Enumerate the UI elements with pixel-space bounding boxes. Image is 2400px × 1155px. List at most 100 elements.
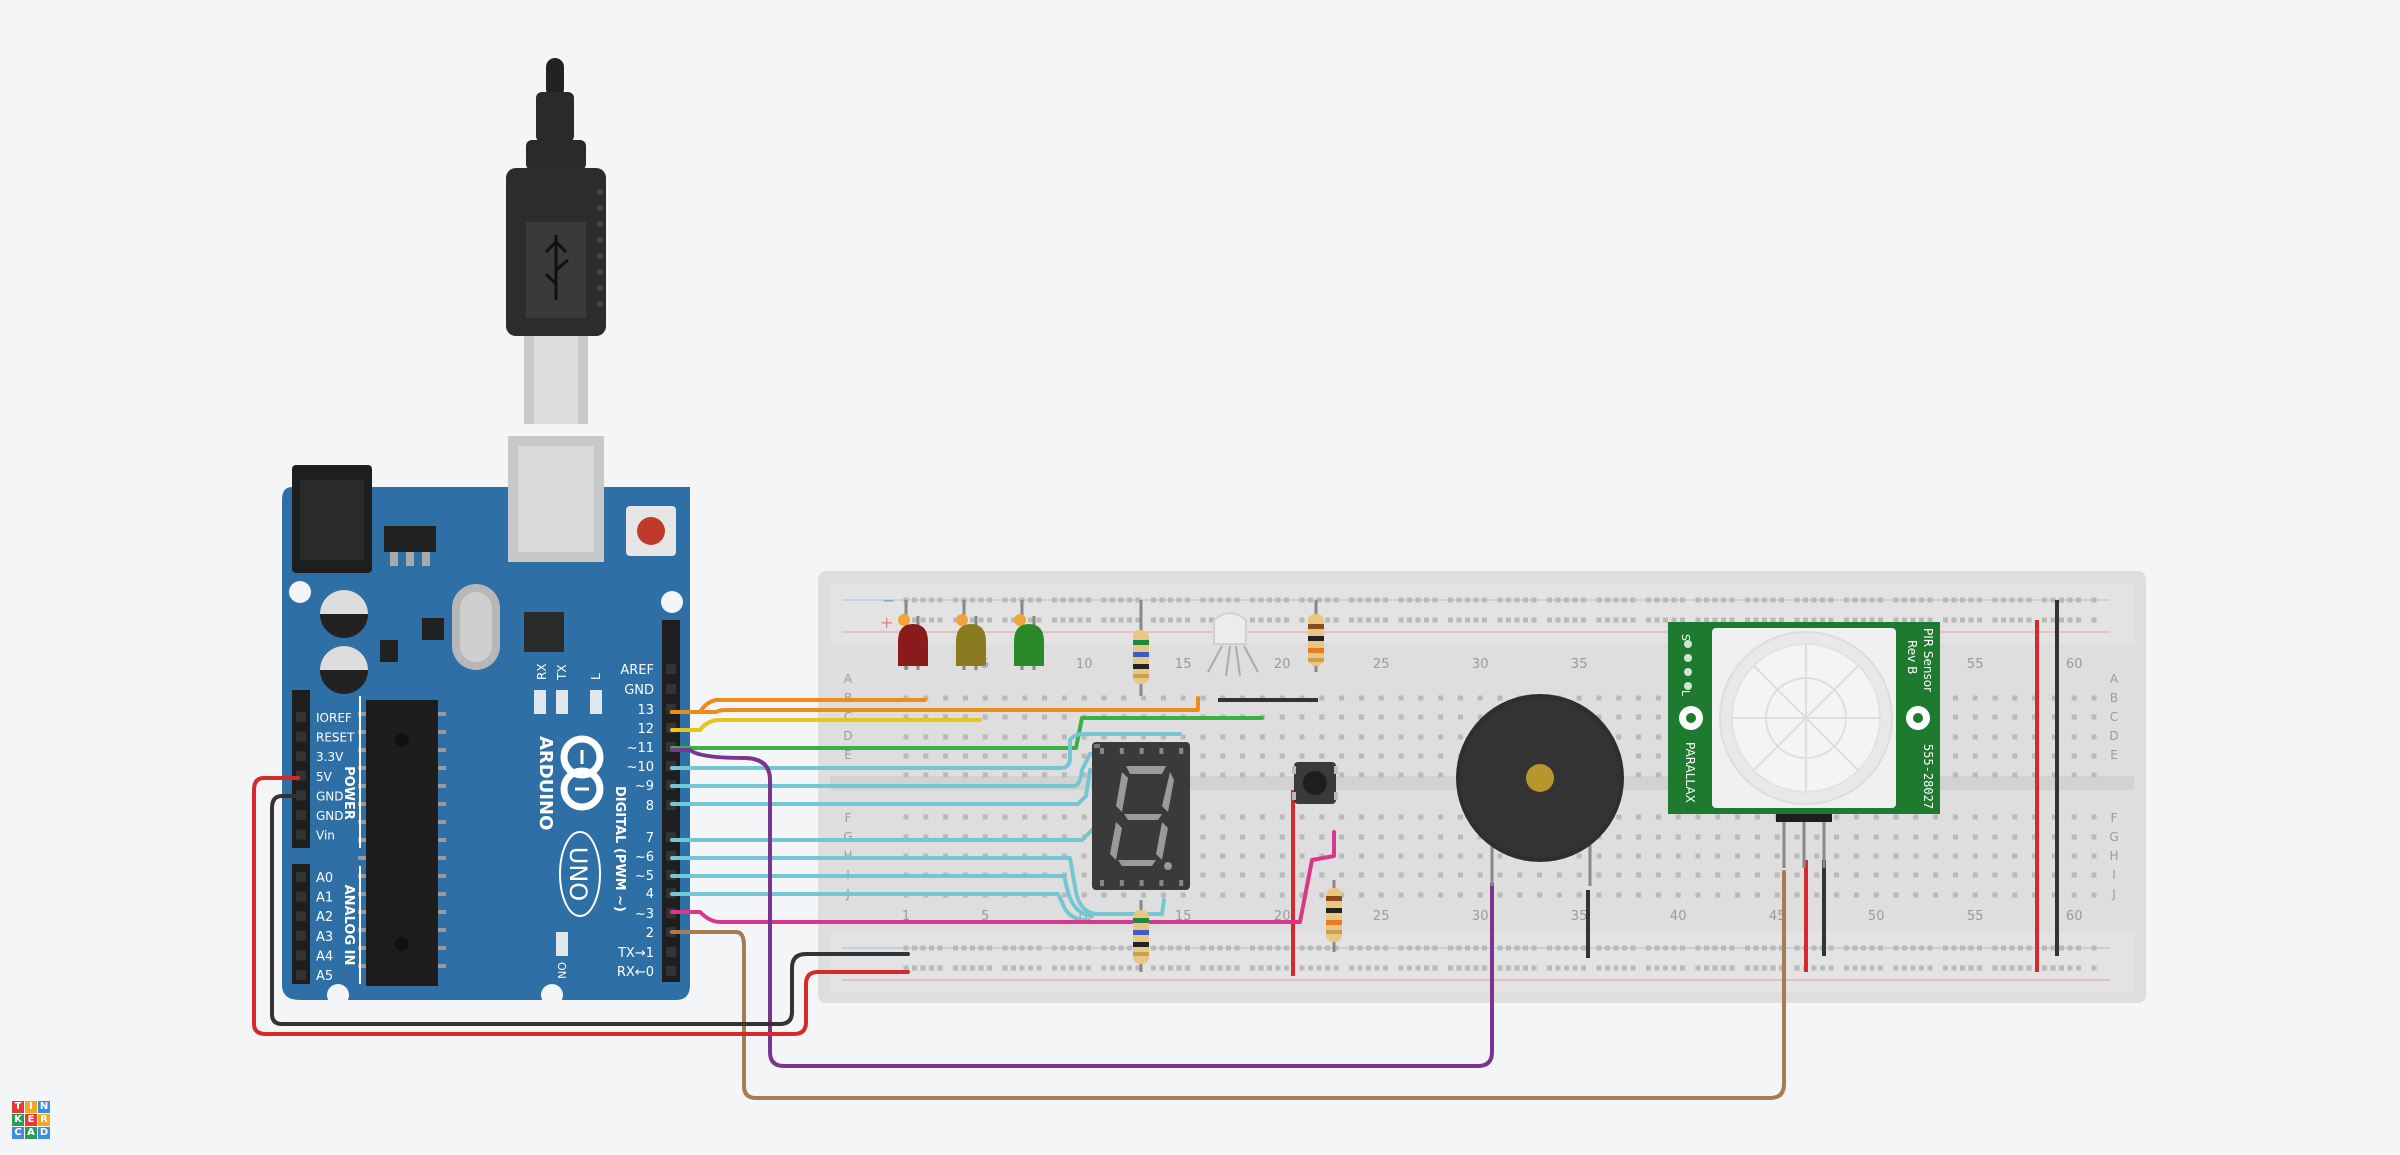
digital-pin[interactable] [666,723,676,733]
digital-pin-label: ~5 [635,869,654,884]
digital-pin-label: ~9 [635,779,654,794]
wire-orange-13b[interactable] [670,696,1200,714]
rx-label: RX [535,663,549,680]
wire-black-gnd[interactable] [270,794,910,1026]
digital-pin[interactable] [666,851,676,861]
green-led[interactable] [1014,600,1044,670]
pir-part-number: 555-28027 [1921,744,1935,809]
digital-pin[interactable] [666,664,676,674]
infinity-logo [560,735,604,811]
analog-pin[interactable] [296,911,306,922]
wire-cyan-5[interactable] [670,874,1094,918]
power-pin-label: 5V [316,770,333,784]
row-letter: A [844,672,853,686]
piezo-buzzer[interactable] [1456,694,1624,886]
resistor-1[interactable] [1133,600,1149,696]
column-number: 60 [2066,909,2083,924]
pir-sensor[interactable]: S L PARALLAX PIR Sensor Rev B 555-28027 [1668,622,1940,868]
analog-pin[interactable] [296,950,306,961]
wire-magenta-3[interactable] [670,830,1336,924]
digital-pin-label: 13 [637,703,654,718]
logo-letter: A [25,1127,37,1139]
pir-pin-s: S [1679,634,1692,641]
digital-pin-label: AREF [620,663,654,678]
digital-pin-label: 4 [646,887,654,902]
rgb-led[interactable] [1207,612,1259,677]
row-letter: E [844,748,852,762]
digital-pin[interactable] [666,832,676,842]
wire-cyan-10[interactable] [670,732,1182,770]
row-letter: F [845,811,852,825]
segment-pin [1100,748,1104,754]
wire-cyan-7[interactable] [670,828,1094,842]
analog-pin[interactable] [296,872,306,882]
resistor-2[interactable] [1308,600,1324,672]
power-pin[interactable] [296,712,306,722]
uno-label: UNO [564,847,592,901]
segment-pin [1119,748,1124,754]
analog-pin[interactable] [296,891,306,902]
wire-cyan-8[interactable] [670,768,1092,806]
column-number: 1 [902,909,910,924]
pir-title: PIR Sensor [1921,628,1935,692]
column-number: 35 [1571,909,1588,924]
seven-segment-display[interactable] [1092,742,1190,890]
wire-cyan-6[interactable] [670,856,1166,916]
logo-letter: K [12,1114,24,1126]
digital-pin[interactable] [666,761,676,771]
wires[interactable] [252,696,1786,1100]
power-pin[interactable] [296,829,306,840]
analog-pin[interactable] [296,970,306,980]
analog-pin-label: A4 [316,949,333,964]
power-pin-label: GND [316,809,344,823]
pir-pin-l: L [1679,690,1692,697]
yellow-led[interactable] [956,600,986,670]
red-led[interactable] [898,600,928,670]
power-pin[interactable] [296,751,306,762]
row-letter: D [2109,729,2118,743]
logo-letter: R [38,1114,50,1126]
resistor-3[interactable] [1133,900,1149,972]
power-pin[interactable] [296,810,306,820]
digital-pin[interactable] [666,684,676,694]
digital-pin-label: 12 [637,722,654,737]
wire-cyan-9[interactable] [670,750,1182,788]
wire-red-5v[interactable] [252,776,910,1036]
pir-revision: Rev B [1905,640,1919,674]
logo-letter: E [25,1114,37,1126]
push-button[interactable] [1292,762,1338,804]
logo-letter: D [38,1127,50,1139]
power-pin[interactable] [296,790,306,801]
wire-brown-2[interactable] [670,870,1786,1100]
segment-pin [1159,748,1164,754]
column-number: 55 [1967,657,1984,672]
analog-label: ANALOG IN [341,885,356,966]
wire-cyan-4[interactable] [670,892,1088,922]
row-letter: C [844,710,852,724]
digital-pin-label: ~10 [627,760,654,775]
wire-yellow-12[interactable] [670,718,982,732]
analog-pin[interactable] [296,930,306,941]
resistor-4[interactable] [1326,880,1342,952]
digital-pin-label: ~6 [635,850,654,865]
digital-pin[interactable] [666,966,676,976]
digital-pin-label: 8 [646,799,654,814]
segment-pin [1119,880,1124,886]
column-number: 25 [1373,657,1390,672]
segment-pin [1139,880,1144,886]
digital-pin-label: 7 [646,831,654,846]
usb-cable[interactable] [506,58,606,424]
row-letter: D [843,729,852,743]
column-number: 45 [1769,909,1786,924]
digital-pin-label: ~11 [627,741,654,756]
power-pin[interactable] [296,731,306,742]
digital-pin[interactable] [666,704,676,714]
digital-pin[interactable] [666,947,676,957]
power-pin[interactable] [296,770,306,781]
column-number: 55 [1967,909,1984,924]
row-letter: J [2111,887,2116,901]
power-pin-label: Vin [316,829,335,843]
wire-purple-11[interactable] [670,748,1494,1068]
